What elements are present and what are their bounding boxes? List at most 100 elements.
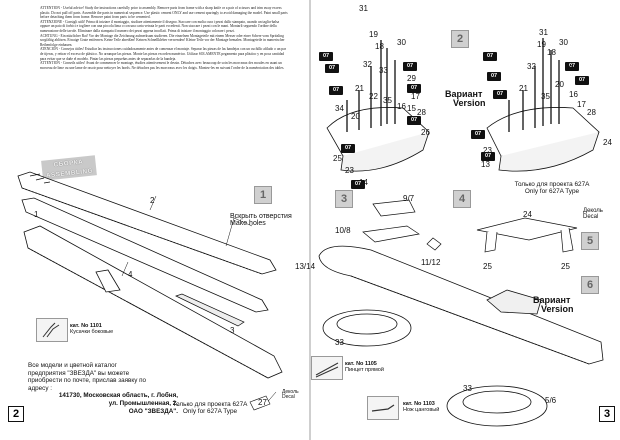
- part-label: 28: [587, 108, 596, 117]
- part-label: 25: [561, 262, 570, 271]
- part-label: 31: [359, 4, 368, 13]
- decal-label-right-ru: Деколь: [583, 208, 603, 214]
- cutters-tool-caption: кат. No 1101 Кусачки боковые: [70, 323, 114, 336]
- part-label: 33: [379, 66, 388, 75]
- part-label: 14: [359, 178, 368, 187]
- part-label: 29: [569, 64, 578, 73]
- part-label: 34: [335, 104, 344, 113]
- decal-label-right: Деколь Decal: [583, 208, 603, 221]
- paint-badge: 07: [325, 64, 339, 73]
- tweezers-tool-icon: [311, 356, 343, 380]
- part-label: 29: [407, 74, 416, 83]
- decal-label-right-en: Decal: [583, 214, 599, 221]
- part-label: 23: [345, 166, 354, 175]
- part-label: 21: [519, 84, 528, 93]
- step-1-marker: 1: [254, 186, 272, 204]
- part-label: 13/14: [295, 262, 316, 271]
- type-note-right: Только для проекта 627А Only for 627A Ty…: [507, 181, 597, 195]
- hull-assembled-drawing: [318, 245, 604, 365]
- drill-note-en: Make holes: [230, 220, 266, 228]
- knife-tool-icon: [367, 396, 399, 420]
- type-note-right-en: Only for 627A Type: [524, 187, 580, 195]
- part-label: 18: [547, 48, 556, 57]
- paint-badge: 07: [319, 52, 333, 61]
- part-label: 23: [483, 146, 492, 155]
- hull-lower-half: [23, 225, 283, 379]
- part-label: 32: [363, 60, 372, 69]
- decal-label-left-en: Decal: [282, 394, 295, 401]
- variant-label-bottom-ru: Вариант: [533, 295, 571, 305]
- part-label: 20: [351, 112, 360, 121]
- part-label: 28: [417, 108, 426, 117]
- part-label: 10/8: [335, 226, 351, 235]
- part-label-1: 1: [34, 210, 39, 219]
- variant-label-top: Вариант Version: [445, 89, 486, 109]
- catalog-line-1: Все модели и цветной каталог: [28, 362, 117, 369]
- warning-english: ATTENTION - Useful advice! Study the ins…: [40, 6, 288, 20]
- decal-label-left: Деколь Decal: [282, 389, 299, 401]
- paint-badge: 07: [471, 130, 485, 139]
- paint-badge: 07: [565, 62, 579, 71]
- paint-badge: 07: [403, 62, 417, 71]
- part-label: 24: [603, 138, 612, 147]
- part-label: 26: [421, 128, 430, 137]
- part-label: 25: [333, 154, 342, 163]
- catalog-line-4: адресу :: [28, 384, 52, 392]
- warning-french: ATTENTION - Conseils utiles! Avant de co…: [40, 61, 285, 70]
- part-label: 33: [335, 338, 344, 347]
- part-label: 31: [539, 28, 548, 37]
- warning-text-block: ATTENTION - Useful advice! Study the ins…: [40, 6, 288, 70]
- part-label: 18: [375, 42, 384, 51]
- part-label: 22: [369, 92, 378, 101]
- paint-badge: 07: [481, 152, 495, 161]
- part-label: 30: [559, 38, 568, 47]
- knife-tool-name: Нож цанговый: [403, 406, 440, 413]
- left-page: ATTENTION - Useful advice! Study the ins…: [0, 0, 309, 440]
- part-label: 19: [537, 40, 546, 49]
- tweezers-tool-name: Пинцет прямой: [345, 366, 384, 373]
- step-4-marker: 4: [453, 190, 471, 208]
- part-label: 24: [523, 210, 532, 219]
- drill-note: Вскрыть отверстия Make holes: [230, 213, 292, 228]
- part-label-4: 4: [128, 270, 133, 279]
- cutters-tool-icon: [36, 318, 68, 342]
- warning-italian: ATTENZIONE - Consigli utili! Prima di in…: [40, 19, 280, 33]
- part-label: 16: [569, 90, 578, 99]
- part-label: 19: [369, 30, 378, 39]
- variant-label-top-en: Version: [453, 98, 486, 109]
- part-label: 35: [383, 96, 392, 105]
- warning-german: ACHTUNG - Ein nützlicher Rat! Vor der Mo…: [40, 33, 285, 47]
- drill-note-ru: Вскрыть отверстия: [230, 213, 292, 220]
- step-3-marker: 3: [335, 190, 353, 208]
- rudder-parts-drawing: [362, 199, 442, 251]
- page-number-left: 2: [8, 406, 24, 422]
- catalog-line-3: приобрести по почте, прислав заявку по: [28, 377, 146, 385]
- part-label: 20: [555, 80, 564, 89]
- catalog-line-7: ОАО "ЗВЕЗДА".: [128, 407, 178, 415]
- part-label: 25: [483, 262, 492, 271]
- part-label: 11/12: [421, 258, 441, 267]
- part-label: 15: [407, 104, 416, 113]
- part-label-27: 27: [258, 398, 267, 407]
- type-note-left: Только для проекта 627А Only for 627A Ty…: [168, 401, 252, 415]
- part-label: 5/6: [545, 396, 557, 405]
- part-label-3: 3: [230, 326, 235, 335]
- catalog-line-2: предприятия "ЗВЕЗДА" вы можете: [28, 369, 130, 377]
- paint-badge: 07: [407, 84, 421, 93]
- warning-spanish: ATENCION - Consejos útiles! Estudiar las…: [40, 47, 286, 61]
- display-stand-drawing: [322, 309, 548, 427]
- sail-assembly-variant-drawing: [486, 38, 600, 172]
- type-note-left-en: Only for 627A Type: [182, 407, 238, 415]
- hull-upper-half: [17, 171, 277, 275]
- cutters-tool-name: Кусачки боковые: [70, 328, 114, 335]
- catalog-info: Все модели и цветной каталог предприятия…: [28, 362, 178, 415]
- paint-badge: 07: [407, 116, 421, 125]
- type-note-right-ru: Только для проекта 627А: [514, 181, 590, 188]
- hull-halves-drawing: [17, 171, 283, 411]
- step-6-marker: 6: [581, 276, 599, 294]
- paint-badge: 07: [493, 90, 507, 99]
- variant-label-top-ru: Вариант: [445, 89, 483, 99]
- page-fold: [309, 0, 311, 440]
- tweezers-tool-caption: кат. No 1105 Пинцет прямой: [345, 361, 384, 374]
- variant-label-bottom: Вариант Version: [533, 295, 574, 315]
